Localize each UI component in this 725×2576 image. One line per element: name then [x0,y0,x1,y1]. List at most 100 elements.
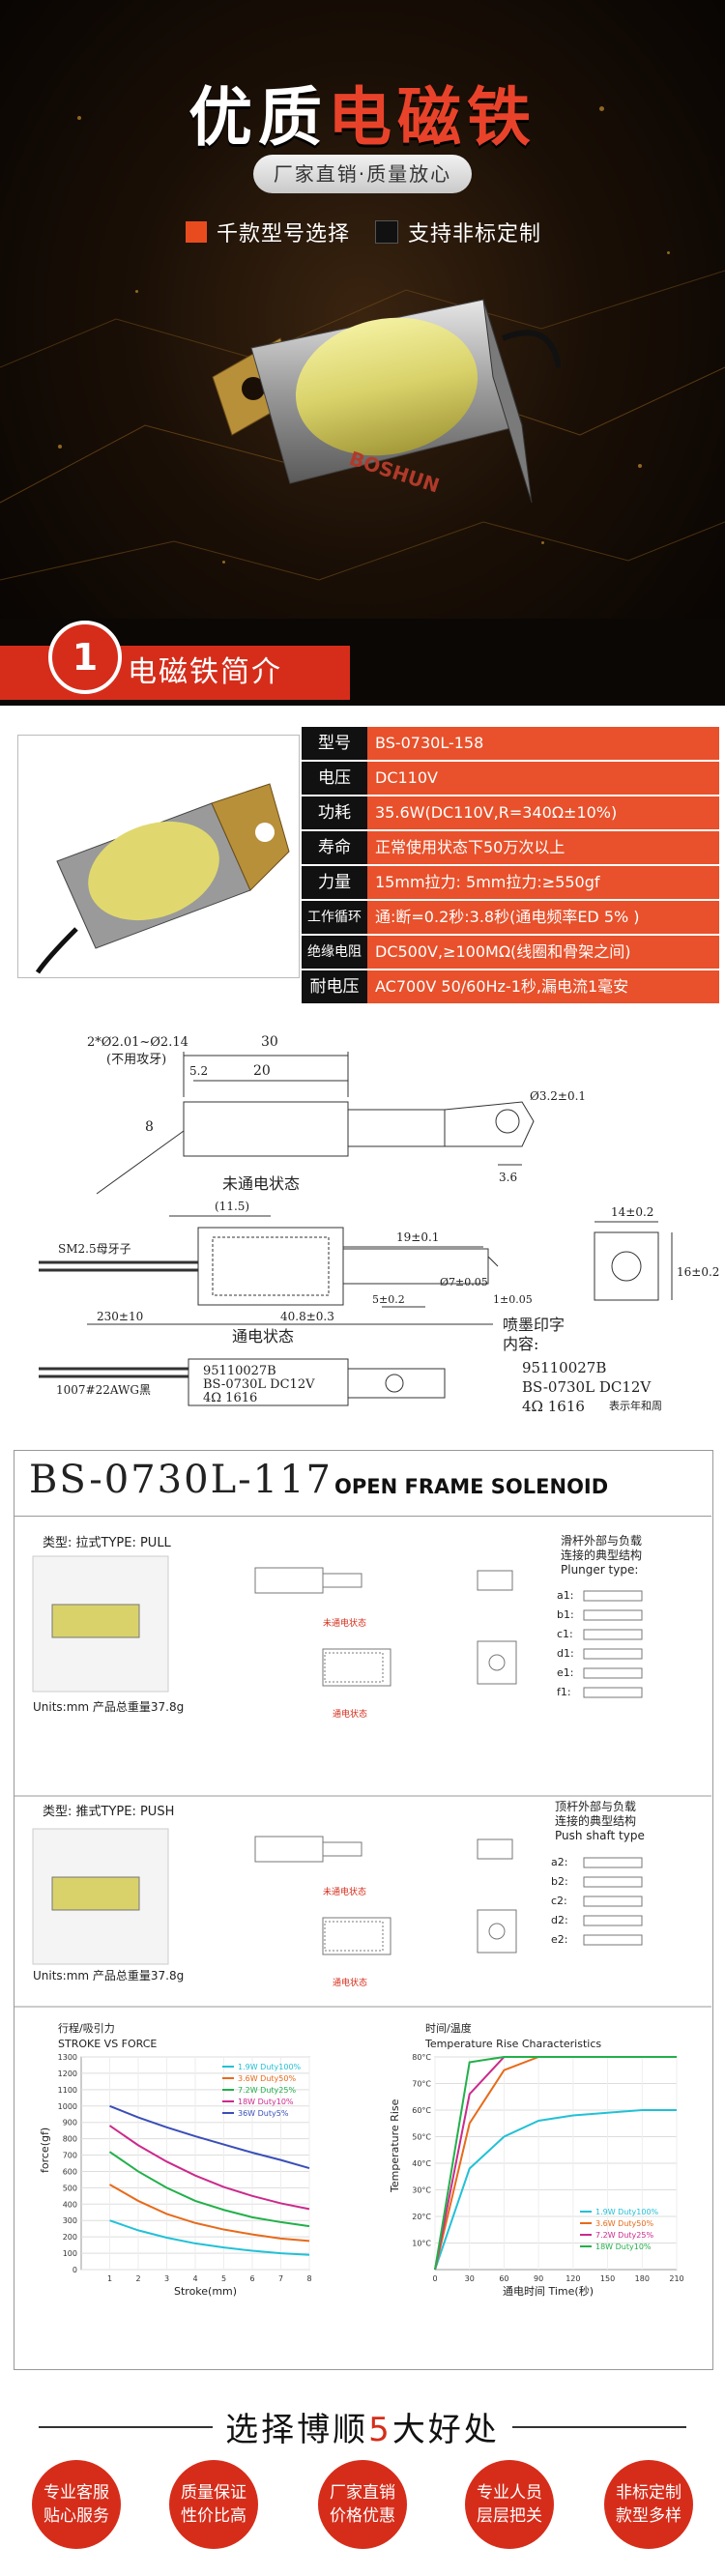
x-tick-label: 150 [600,2274,615,2283]
svg-text:c2:: c2: [551,1895,567,1907]
solenoid-image [35,783,290,974]
series-line [434,2109,677,2271]
svg-text:通电状态: 通电状态 [333,1708,367,1720]
svg-text:b1:: b1: [557,1608,574,1621]
y-tick-label: 900 [63,2119,77,2127]
svg-text:(11.5): (11.5) [215,1200,249,1213]
svg-text:d1:: d1: [557,1647,574,1660]
legend-label: 1.9W Duty100% [595,2208,659,2216]
force-chart-xlabel: Stroke(mm) [174,2285,237,2298]
x-tick-label: 120 [566,2274,580,2283]
y-tick-label: 200 [63,2233,77,2242]
svg-text:14±0.2: 14±0.2 [611,1205,653,1219]
x-tick-label: 7 [278,2274,283,2283]
spec-row: 寿命正常使用状态下50万次以上 [302,831,719,864]
series-line [108,2151,310,2228]
force-chart-ylabel: force(gf) [39,2127,51,2173]
y-tick-label: 300 [63,2216,77,2225]
y-tick-label: 40°C [412,2159,431,2168]
svg-text:表示年和周: 表示年和周 [609,1399,662,1411]
y-tick-label: 60°C [412,2106,431,2115]
footer-line-right [512,2426,686,2428]
legend-label: 7.2W Duty25% [595,2231,653,2240]
svg-text:未通电状态: 未通电状态 [323,1617,366,1629]
svg-text:通电状态: 通电状态 [232,1327,294,1346]
black-square-icon [375,220,398,244]
svg-text:4Ω 1616: 4Ω 1616 [522,1398,585,1411]
svg-text:d2:: d2: [551,1914,568,1926]
svg-text:5±0.2: 5±0.2 [372,1293,405,1306]
legend-label: 7.2W Duty25% [238,2086,296,2095]
benefit-quality: 质量保证性价比高 [157,2460,271,2549]
svg-text:SM2.5母牙子: SM2.5母牙子 [58,1242,131,1256]
y-tick-label: 500 [63,2184,77,2192]
svg-text:b2:: b2: [551,1875,568,1888]
benefit-price: 厂家直销价格优惠 [305,2460,420,2549]
spec-product-photo [17,735,300,978]
svg-text:(不用攻牙): (不用攻牙) [106,1053,166,1067]
benefit-circle: 专业客服贴心服务 [32,2460,121,2549]
temp-chart-xlabel: 通电时间 Time(秒) [503,2284,594,2298]
temp-chart-title: Temperature Rise Characteristics [424,2038,601,2050]
catalog-model: BS-0730L-117 [29,1458,333,1502]
benefit-inspection: 专业人员层层把关 [452,2460,566,2549]
y-tick-label: 50°C [412,2133,431,2142]
x-tick-label: 30 [465,2274,475,2283]
x-tick-label: 4 [192,2274,197,2283]
benefit-service: 专业客服贴心服务 [19,2460,133,2549]
hero-banner: 优质电磁铁 厂家直销·质量放心 千款型号选择 支持非标定制 BOSHUN [0,0,725,706]
legend-label: 3.6W Duty50% [238,2074,296,2083]
y-tick-label: 100 [63,2249,77,2258]
svg-text:内容:: 内容: [503,1335,538,1353]
series-line [434,2056,677,2271]
svg-text:类型: 拉式TYPE: PULL: 类型: 拉式TYPE: PULL [43,1536,172,1550]
stroke-force-chart: 行程/吸引力 STROKE VS FORCE force(gf) Stroke(… [39,2021,312,2298]
svg-text:e1:: e1: [557,1666,573,1679]
catalog-divider [14,1516,711,1517]
x-tick-label: 180 [635,2274,650,2283]
svg-text:Units:mm 产品总重量37.8g: Units:mm 产品总重量37.8g [33,1969,184,1983]
solenoid-product-photo: BOSHUN [212,299,561,504]
svg-text:f1:: f1: [557,1686,571,1698]
svg-text:喷墨印字: 喷墨印字 [503,1316,565,1334]
x-tick-label: 1 [107,2274,112,2283]
y-tick-label: 1300 [58,2053,77,2062]
series-line [108,2125,310,2211]
y-tick-label: 70°C [412,2080,431,2089]
y-tick-label: 10°C [412,2240,431,2248]
svg-text:1±0.05: 1±0.05 [493,1293,533,1306]
x-tick-label: 8 [306,2274,311,2283]
y-tick-label: 20°C [412,2213,431,2221]
temp-chart-ylabel: Temperature Rise [389,2098,401,2193]
feature-choice: 千款型号选择 [186,215,350,249]
benefit-circle: 质量保证性价比高 [169,2460,258,2549]
y-tick-label: 600 [63,2167,77,2176]
svg-text:c1:: c1: [557,1628,573,1640]
svg-text:230±10: 230±10 [97,1310,143,1323]
svg-text:Plunger type:: Plunger type: [561,1563,638,1577]
benefit-custom: 非标定制款型多样 [592,2460,706,2549]
svg-text:顶杆外部与负载: 顶杆外部与负载 [555,1799,636,1813]
svg-text:通电状态: 通电状态 [333,1977,367,1988]
svg-text:5.2: 5.2 [189,1064,208,1078]
svg-text:类型: 推式TYPE: PUSH: 类型: 推式TYPE: PUSH [43,1805,174,1819]
svg-text:连接的典型结构: 连接的典型结构 [555,1813,636,1828]
series-line [109,2104,310,2170]
svg-text:未通电状态: 未通电状态 [222,1174,300,1193]
svg-text:a2:: a2: [551,1856,567,1868]
legend-label: 18W Duty10% [238,2098,294,2106]
x-tick-label: 2 [135,2274,140,2283]
hero-title: 优质电磁铁 [188,80,536,155]
svg-text:3.6: 3.6 [499,1171,517,1184]
y-tick-label: 30°C [412,2186,431,2195]
series-line [109,2219,310,2256]
svg-text:40.8±0.3: 40.8±0.3 [280,1310,334,1323]
y-tick-label: 80°C [412,2053,431,2062]
svg-text:1007#22AWG黑: 1007#22AWG黑 [56,1383,151,1397]
